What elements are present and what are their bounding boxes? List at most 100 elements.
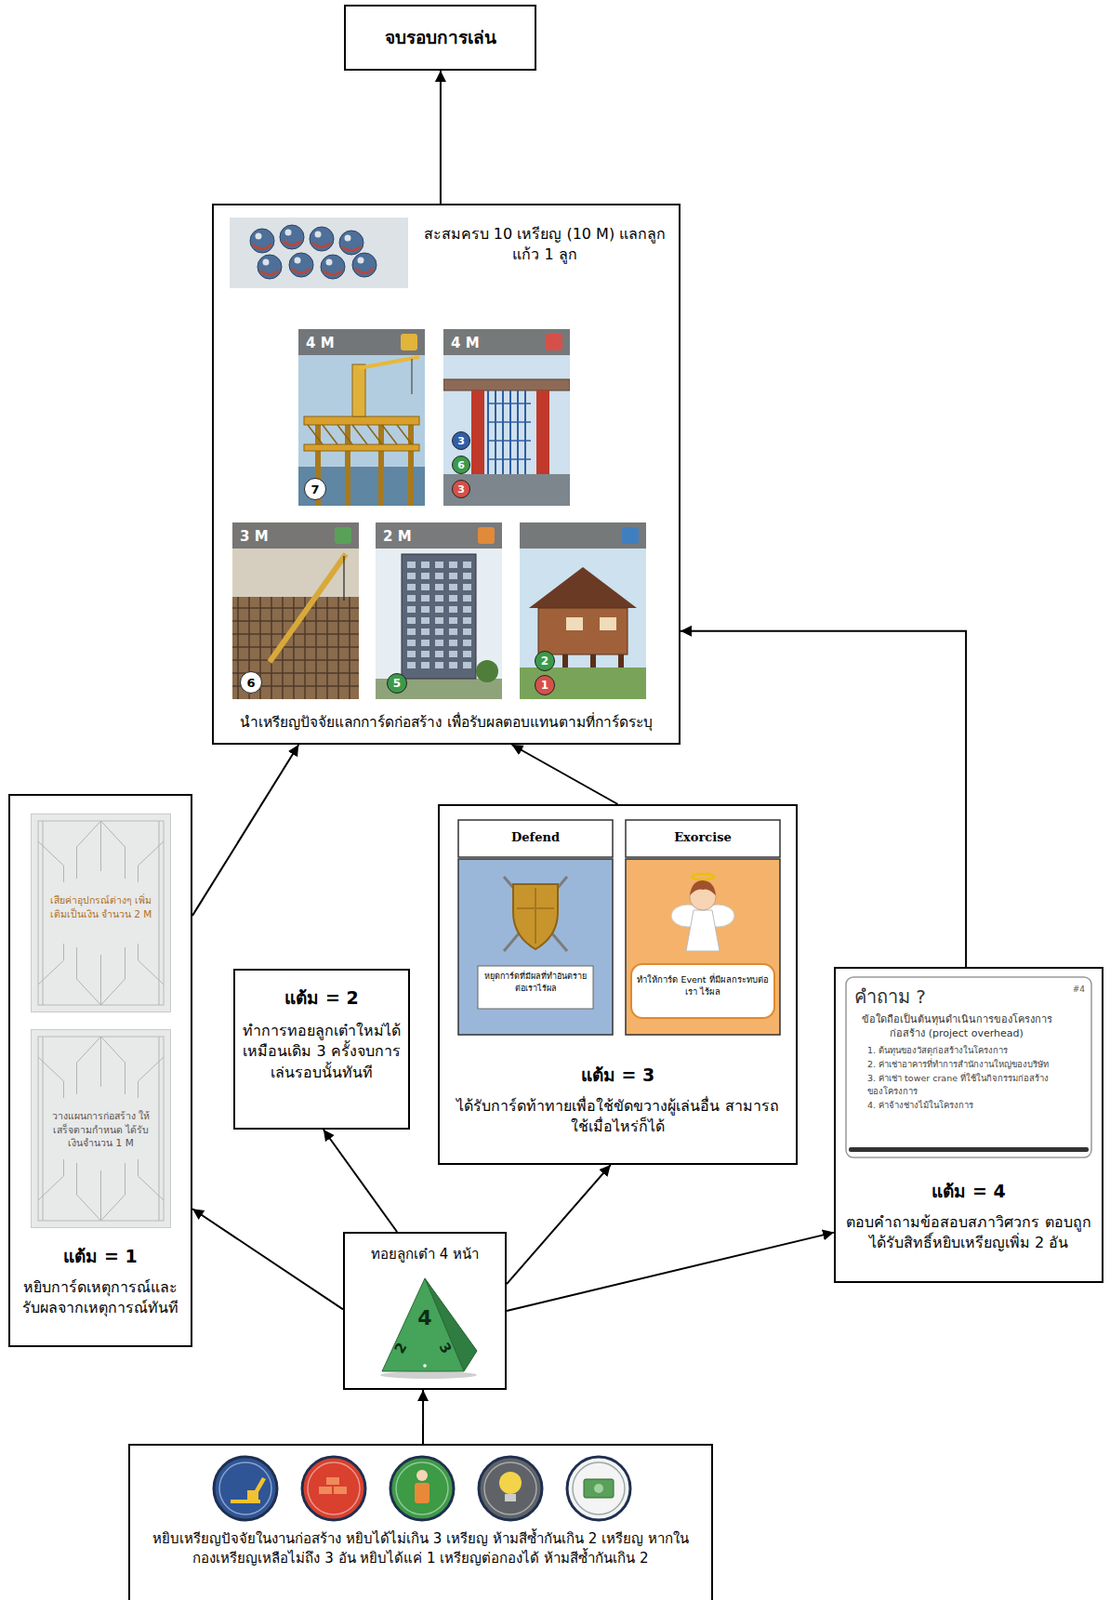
coin-rule-box: หยิบเหรียญปัจจัยในงานก่อสร้าง หยิบได้ไม่… [128, 1443, 714, 1600]
bulb-icon [504, 1493, 516, 1502]
text-holder: คำถาม ? [854, 983, 1059, 1010]
head [689, 884, 716, 911]
text-holder: หยิบการ์ดเหตุการณ์และรับผลจากเหตุการณ์ทั… [17, 1277, 184, 1320]
window [435, 617, 444, 624]
coin [213, 1456, 278, 1520]
card-frame [38, 1036, 164, 1221]
marble-swirl [291, 268, 311, 274]
callout-number: 6 [457, 460, 465, 471]
node-text: แต้ม = 1 [10, 1243, 191, 1269]
construction-card: 21 [519, 522, 647, 700]
text-holder: ทอยลูกเต๋า 4 หน้า [344, 1244, 505, 1265]
shield [513, 884, 558, 950]
sword [503, 876, 568, 952]
card-bar [848, 1147, 1089, 1152]
text-holder: 4. ค่าจ้างช่างไม้ในโครงการ [854, 1098, 1059, 1111]
bridge-deck [443, 379, 570, 391]
node-text: จบรอบการเล่น [345, 25, 535, 51]
flow-arrow [192, 744, 299, 916]
deco-line [138, 1057, 165, 1098]
marble-glint [263, 259, 270, 266]
deco-line [138, 943, 165, 985]
crane-cable [411, 358, 413, 395]
node-text: แต้ม = 2 [235, 985, 409, 1011]
rebar [237, 596, 239, 700]
sword [503, 876, 568, 952]
node-text: ทอยลูกเต๋า 4 หน้า [344, 1244, 505, 1265]
text-holder: แต้ม = 3 [439, 1062, 796, 1088]
card-icon [621, 527, 639, 544]
text-holder: ตอบคำถามข้อสอบสภาวิศวกร ตอบถูกได้รับสิทธ… [845, 1212, 1093, 1255]
rule-box: แต้ม = 3 ได้รับการ์ดท้าทายเพื่อใช้ขัดขวาง… [437, 804, 798, 1165]
brace [367, 424, 383, 445]
construction-card: 2 M5 [375, 522, 503, 700]
card-strip [298, 329, 425, 356]
card-body [625, 858, 780, 1035]
text-panel [631, 964, 775, 1018]
excavator-icon [230, 1477, 266, 1504]
card-icon [334, 527, 352, 544]
node-text: 3 M [239, 527, 296, 547]
building [401, 554, 476, 679]
dice-side [424, 1278, 477, 1372]
rule-box: แต้ม = 1 หยิบการ์ดเหตุการณ์และรับผลจากเหต… [8, 793, 193, 1348]
window [435, 561, 444, 569]
rule-box: แต้ม = 2ทำการทอยลูกเต๋าใหม่ได้เหมือนเดิม… [233, 968, 410, 1130]
text-holder: 3. ค่าเช่า tower crane ที่ใช้ในกิจกรรมก่… [854, 1071, 1059, 1097]
node-text: #4 [1057, 983, 1085, 996]
dice-number: 4 [416, 1306, 434, 1331]
callout-number: 6 [246, 676, 255, 689]
node-text: ตอบคำถามข้อสอบสภาวิศวกร ตอบถูกได้รับสิทธ… [845, 1212, 1093, 1255]
sky [443, 329, 570, 506]
coin [302, 1456, 366, 1520]
card-icon [545, 333, 563, 351]
text-holder: 2 M [383, 527, 439, 547]
platform-deck [303, 444, 420, 451]
event-card: เสียค่าอุปกรณ์ต่างๆ เพิ่มเติมเป็นเงิน จำ… [30, 813, 172, 1013]
brace [396, 424, 412, 445]
window [407, 594, 416, 602]
text-holder: Defend [457, 829, 614, 846]
text-holder: 7 [303, 477, 327, 501]
coin-ring [219, 1462, 272, 1515]
scaffold [488, 439, 531, 442]
window [449, 606, 458, 613]
card-face [845, 977, 1092, 1158]
event-card: วางแผนการก่อสร้าง ให้เสร็จตามกำหนด ได้รั… [30, 1029, 172, 1229]
window [421, 606, 430, 613]
crane-boom [269, 554, 346, 662]
tree [475, 660, 499, 683]
brick-icon [333, 1486, 347, 1494]
rebar [337, 596, 340, 700]
scaffold [488, 421, 531, 423]
platform-deck [303, 416, 420, 425]
rebar [232, 620, 359, 622]
text-holder: วางแผนการก่อสร้าง ให้เสร็จตามกำหนด ได้รั… [47, 1109, 155, 1150]
text-holder: ได้รับการ์ดท้าทายเพื่อใช้ขัดขวางผู้เล่นอ… [449, 1096, 787, 1138]
window [462, 583, 472, 591]
scaffold [487, 390, 489, 475]
stilt [562, 654, 569, 668]
scaffold [488, 458, 531, 461]
node-text: ได้รับการ์ดท้าทายเพื่อใช้ขัดขวางผู้เล่นอ… [449, 1096, 787, 1138]
marble-photo [229, 217, 409, 289]
marble [309, 226, 334, 252]
flow-arrow [192, 1208, 344, 1309]
card-header [458, 819, 613, 858]
text-holder: 3 [451, 431, 471, 450]
node-text: 4 M [305, 333, 362, 354]
window [449, 661, 458, 669]
node-text: Defend [457, 829, 614, 846]
flow-arrow [506, 1164, 611, 1284]
marble-swirl [312, 242, 331, 248]
dice-shadow [380, 1371, 477, 1379]
window [462, 572, 472, 580]
text-holder: สะสมครบ 10 เหรียญ (10 M) แลกลูกแก้ว 1 ลู… [420, 224, 670, 266]
text-holder: 6 [451, 455, 471, 475]
illustration [624, 819, 781, 1036]
hair [689, 880, 716, 896]
window [435, 583, 444, 591]
rebar [232, 607, 359, 609]
deco-line [38, 841, 65, 883]
deco-line [138, 841, 165, 883]
